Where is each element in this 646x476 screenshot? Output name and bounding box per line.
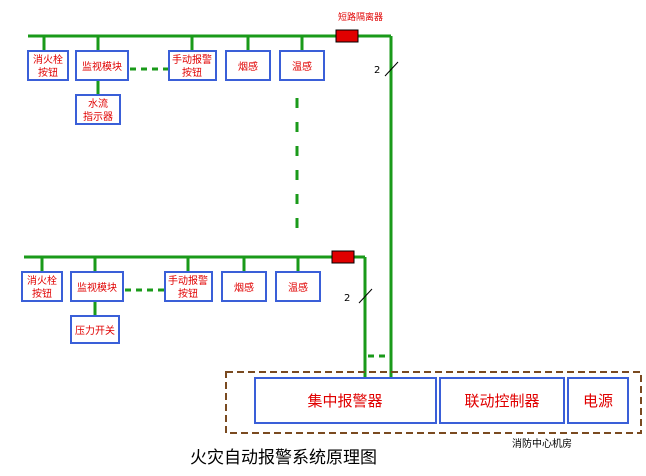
linkage-controller-box [439,377,565,424]
device-label: 消火栓 [33,53,63,66]
central-alarm-controller-box [254,377,437,424]
device-label: 烟感 [238,60,258,73]
lower-monitor-module-box [70,271,124,302]
upper-wire-tick [384,61,399,77]
upper-monitor-module-box [75,50,129,81]
power-supply-label: 电源 [583,392,613,410]
device-label: 消火栓 [27,274,57,287]
device-label: 按钮 [178,287,198,300]
device-label: 监视模块 [77,281,117,294]
device-label: 压力开关 [75,324,115,337]
upper-hydrant-button-box [27,50,69,81]
lower-loop [21,271,321,344]
device-label: 烟感 [234,281,254,294]
lower-pressure-switch-box [70,315,120,344]
upper-heat-detector-box [279,50,325,81]
lower-short-circuit-isolator [331,250,355,264]
upper-loop [27,50,325,125]
device-label: 指示器 [83,110,113,123]
lower-smoke-detector-box [221,271,267,302]
lower-hydrant-button-box [21,271,63,302]
lower-manual-alarm-box [164,271,213,302]
lower-wire-count: 2 [344,293,350,304]
device-label: 水流 [88,97,108,110]
device-label: 温感 [288,281,308,294]
lower-heat-detector-box [275,271,321,302]
fire-control-room-boundary [225,371,642,434]
device-label: 按钮 [32,287,52,300]
upper-water-flow-box [75,94,121,125]
device-label: 手动报警 [172,53,212,66]
upper-short-circuit-isolator [335,29,359,43]
lower-wire-tick [358,288,373,304]
device-label: 按钮 [38,66,58,79]
upper-manual-alarm-box [168,50,217,81]
power-supply-box [567,377,629,424]
device-label: 温感 [292,60,312,73]
control-room-label: 消防中心机房 [512,437,572,450]
central-alarm-controller-label: 集中报警器 [307,392,382,410]
linkage-controller-label: 联动控制器 [464,392,539,410]
isolator-label: 短路隔离器 [338,11,383,23]
device-label: 监视模块 [82,60,122,73]
wiring [24,34,393,378]
device-label: 按钮 [182,66,202,79]
diagram-title: 火灾自动报警系统原理图 [190,448,377,468]
upper-wire-count: 2 [374,65,380,76]
device-label: 手动报警 [168,274,208,287]
upper-smoke-detector-box [225,50,271,81]
